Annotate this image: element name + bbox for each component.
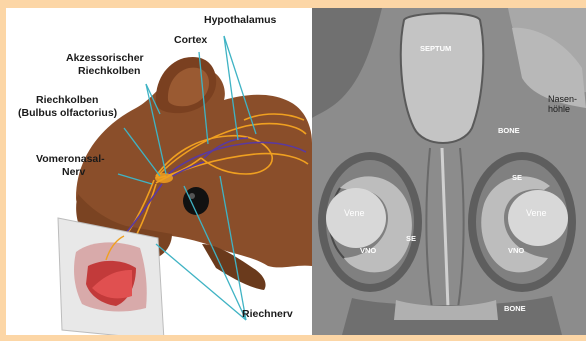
label-hypothalamus: Hypothalamus xyxy=(204,14,276,26)
vno-window xyxy=(58,218,164,335)
label-vein-right: Vene xyxy=(526,208,547,218)
olfactory-bulb-shape xyxy=(155,173,173,183)
label-septum: SEPTUM xyxy=(420,44,451,54)
label-bone-top: BONE xyxy=(498,126,520,136)
right-vein xyxy=(508,190,568,246)
label-vein-left: Vene xyxy=(344,208,365,218)
histology-section: SEPTUM Nasen- höhle BONE SE Vene Vene SE… xyxy=(312,8,586,335)
label-vomeronasal-line1: Vomeronasal- xyxy=(36,153,105,165)
label-nasal-cavity-line2: höhle xyxy=(548,104,570,114)
septum xyxy=(401,13,483,143)
label-accessory-bulb-line1: Akzessorischer xyxy=(66,52,144,64)
label-olfactory-bulb-line2: (Bulbus olfactorius) xyxy=(18,107,117,119)
histology-drawing xyxy=(312,8,586,335)
rodent-head-drawing xyxy=(6,8,312,335)
label-nasal-cavity-line1: Nasen- xyxy=(548,94,577,104)
label-accessory-bulb-line2: Riechkolben xyxy=(78,65,140,77)
label-se-left: SE xyxy=(406,234,416,244)
label-cortex: Cortex xyxy=(174,34,207,46)
label-olfactory-nerve: Riechnerv xyxy=(242,308,293,320)
label-olfactory-bulb-line1: Riechkolben xyxy=(36,94,98,106)
label-bone-bottom: BONE xyxy=(504,304,526,314)
left-vein xyxy=(326,188,386,248)
label-vno-left: VNO xyxy=(360,246,376,256)
label-se-right: SE xyxy=(512,173,522,183)
rodent-head-illustration: Hypothalamus Cortex Akzessorischer Riech… xyxy=(6,8,312,335)
label-vomeronasal-line2: Nerv xyxy=(62,166,85,178)
label-vno-right: VNO xyxy=(508,246,524,256)
